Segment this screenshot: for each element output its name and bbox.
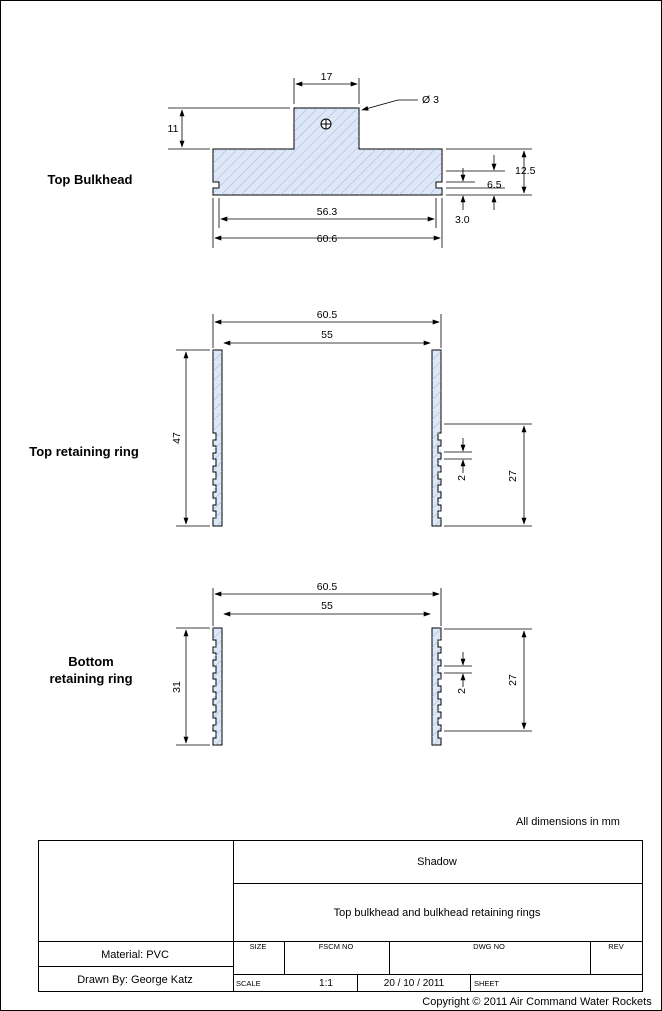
dim-total-height: 12.5: [515, 165, 536, 177]
drawing-title: Shadow: [417, 856, 457, 868]
material: Material: PVC: [101, 949, 169, 961]
dim-top-ring-slot: 2: [456, 475, 468, 481]
dim-bottom-ring-slot: 2: [456, 688, 468, 694]
scale-label: SCALE: [236, 979, 261, 988]
dim-top-ring-outer: 60.5: [317, 309, 338, 321]
bottom-ring-view: 60.5 55 31 27 2: [171, 581, 532, 746]
dim-hole: Ø 3: [422, 94, 439, 106]
label-bottom-ring-1: Bottom: [68, 654, 114, 669]
dim-top-ring-inner: 55: [321, 329, 333, 341]
dim-top-ring-height: 47: [171, 432, 183, 444]
dim-groove-width: 3.0: [455, 214, 470, 226]
hole-symbol: [320, 118, 332, 130]
dim-groove-pitch: 6.5: [487, 179, 502, 191]
size-label: SIZE: [250, 942, 267, 951]
dim-bottom-ring-inner: 55: [321, 600, 333, 612]
drawn-by: Drawn By: George Katz: [77, 974, 193, 986]
dim-top-ring-zone: 27: [507, 470, 519, 482]
units-note: All dimensions in mm: [516, 816, 620, 828]
copyright: Copyright © 2011 Air Command Water Rocke…: [422, 996, 652, 1008]
top-bulkhead-view: 17 Ø 3 11 12.5 6.5 3.0 56.3 60.6: [168, 71, 536, 248]
dim-bottom-ring-zone: 27: [507, 674, 519, 686]
dim-inner-width: 56.3: [317, 206, 338, 218]
drawing-date: 20 / 10 / 2011: [384, 978, 445, 989]
drawing-description: Top bulkhead and bulkhead retaining ring…: [334, 907, 541, 919]
label-top-ring: Top retaining ring: [29, 444, 139, 459]
title-block: [38, 840, 643, 992]
top-ring-view: 60.5 55 47 27 2: [171, 309, 532, 527]
dim-boss-width: 17: [321, 71, 333, 83]
dwg-label: DWG NO: [473, 942, 505, 951]
fscm-label: FSCM NO: [319, 942, 354, 951]
sheet-label: SHEET: [474, 979, 499, 988]
dim-outer-width: 60.6: [317, 233, 338, 245]
scale-value: 1:1: [319, 978, 333, 989]
label-bottom-ring-2: retaining ring: [49, 671, 132, 686]
dim-boss-height: 11: [168, 123, 179, 135]
dim-bottom-ring-outer: 60.5: [317, 581, 338, 593]
label-top-bulkhead: Top Bulkhead: [48, 172, 133, 187]
dim-bottom-ring-height: 31: [171, 681, 183, 693]
rev-label: REV: [608, 942, 623, 951]
